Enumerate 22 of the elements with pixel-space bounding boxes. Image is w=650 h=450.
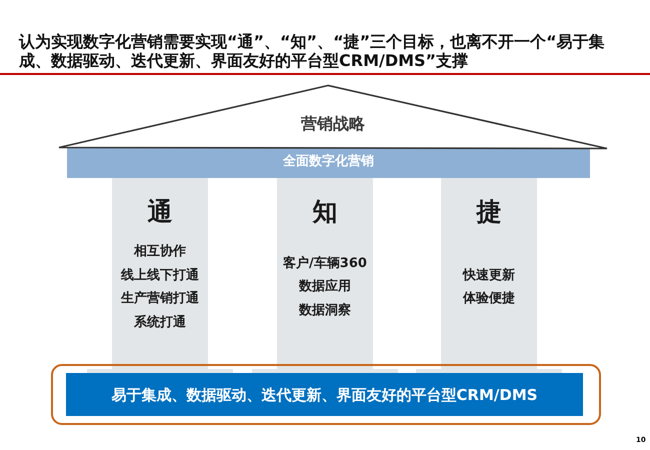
pillar-item: 数据洞察 — [299, 302, 351, 320]
roof — [58, 84, 608, 150]
pillar-heading: 通 — [148, 196, 172, 227]
pillar-item: 客户/车辆360 — [283, 254, 367, 273]
pillar-heading: 捷 — [476, 196, 502, 227]
pillar-item: 线上线下打通 — [121, 266, 199, 284]
band-label: 全面数字化营销 — [283, 153, 374, 171]
pillar-item: 相互协作 — [134, 243, 186, 261]
header-band — [67, 146, 590, 178]
pillar-item: 生产营销打通 — [121, 290, 199, 308]
pillar-item: 数据应用 — [299, 278, 351, 296]
roof-label: 营销战略 — [301, 114, 365, 134]
foundation-label: 易于集成、数据驱动、迭代更新、界面友好的平台型CRM/DMS — [111, 384, 538, 404]
pillar-item: 快速更新 — [463, 266, 515, 284]
pillar-item: 体验便捷 — [463, 290, 515, 308]
pillar-heading: 知 — [312, 196, 338, 227]
foundation-bar — [66, 373, 583, 416]
pillar — [277, 178, 373, 372]
pillar-item: 系统打通 — [134, 314, 186, 332]
pillar — [441, 178, 537, 372]
slide-title: 认为实现数字化营销需要实现“通”、“知”、“捷”三个目标，也离不开一个“易于集成、数据驱动、迭代更新、界面友好的平台型CRM/DMS”支撑 — [19, 32, 606, 70]
pillar — [112, 178, 208, 372]
